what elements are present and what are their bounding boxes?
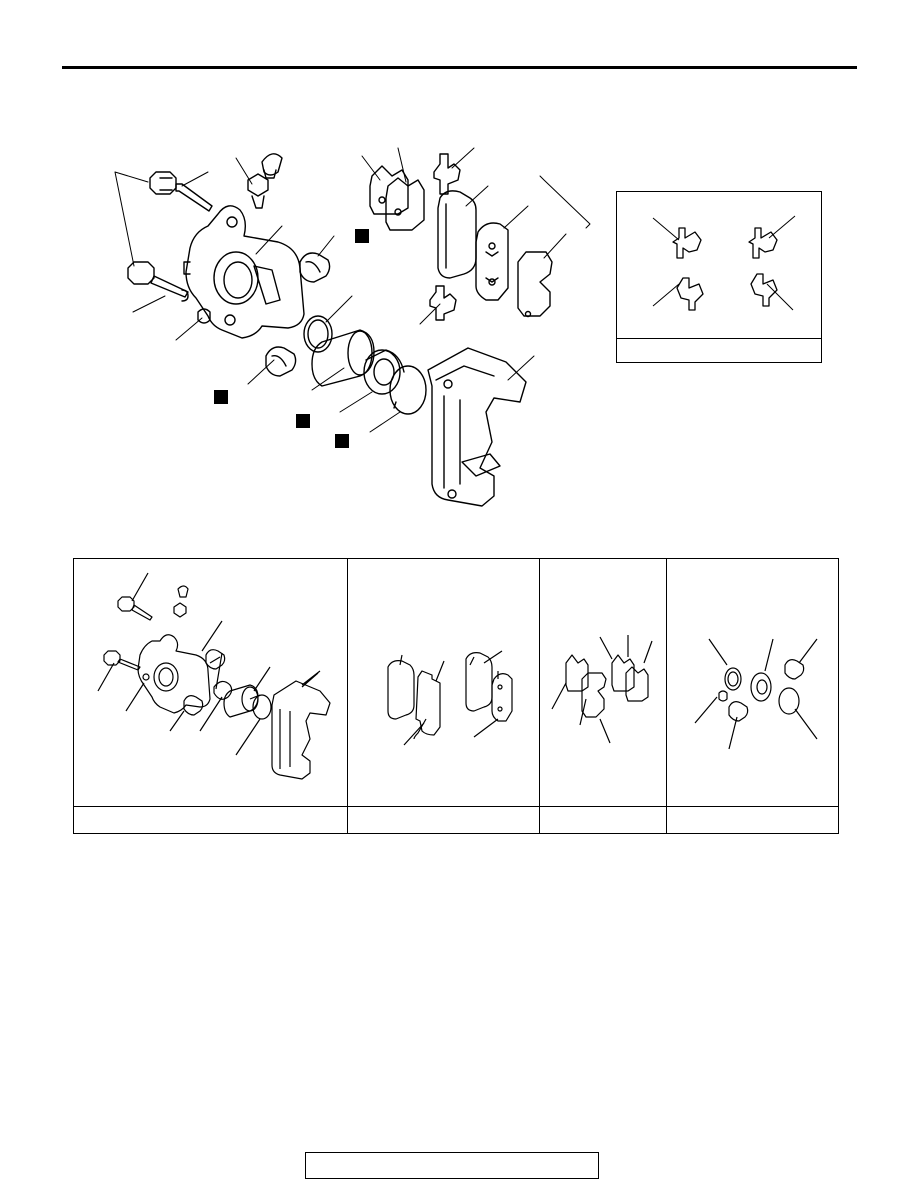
kit-cell-shims (540, 559, 667, 833)
header-rule (62, 66, 857, 69)
brake-pad-outer (475, 222, 509, 301)
kit-caption (540, 806, 667, 833)
piston-seal (303, 315, 333, 353)
pad-clip-detail-figure (652, 215, 796, 311)
bleeder-screw (247, 173, 269, 209)
marker-square (335, 434, 349, 448)
marker-square (214, 390, 228, 404)
clip-c (676, 277, 704, 311)
inner-shim-a (369, 165, 409, 215)
guide-pin-upper (149, 171, 213, 212)
kit-cell-brake-pads (348, 559, 540, 833)
boot-ring (389, 365, 427, 415)
kit-caliper-assembly-figure (97, 572, 331, 780)
kit-caption (348, 806, 540, 833)
guide-bushing (197, 308, 211, 324)
kit-seal-figure (694, 638, 818, 750)
marker-square (296, 414, 310, 428)
kit-caption (74, 806, 348, 833)
inset-caption (617, 338, 821, 362)
kit-shims-figure (551, 635, 653, 744)
brake-pad-inner (437, 190, 477, 279)
inner-shim-b (385, 177, 425, 231)
kit-brake-pads-figure (387, 650, 513, 746)
repair-kits-table (73, 558, 839, 834)
caliper-support (427, 347, 527, 507)
guide-pin-lower (127, 261, 189, 302)
clip-a (672, 227, 702, 259)
table-divider (666, 559, 667, 833)
outer-shim (517, 251, 553, 318)
page-footer-box (305, 1152, 599, 1179)
bleeder-cap (261, 153, 283, 179)
pad-clip-detail-inset (616, 191, 822, 363)
brake-caliper-exploded-view (114, 147, 591, 507)
boot-upper (299, 252, 331, 283)
marker-square (355, 229, 369, 243)
clip-d (750, 273, 778, 307)
piston-boot (363, 349, 405, 395)
pad-clip-upper (433, 153, 461, 195)
pad-clip-lower (429, 285, 457, 321)
table-divider (539, 559, 540, 833)
kit-caption (667, 806, 839, 833)
kit-cell-caliper-assembly (74, 559, 348, 833)
clip-b (748, 227, 778, 259)
table-divider (347, 559, 348, 833)
caliper-body (183, 205, 305, 339)
kit-cell-seal-kit (667, 559, 839, 833)
boot-lower (265, 346, 297, 377)
